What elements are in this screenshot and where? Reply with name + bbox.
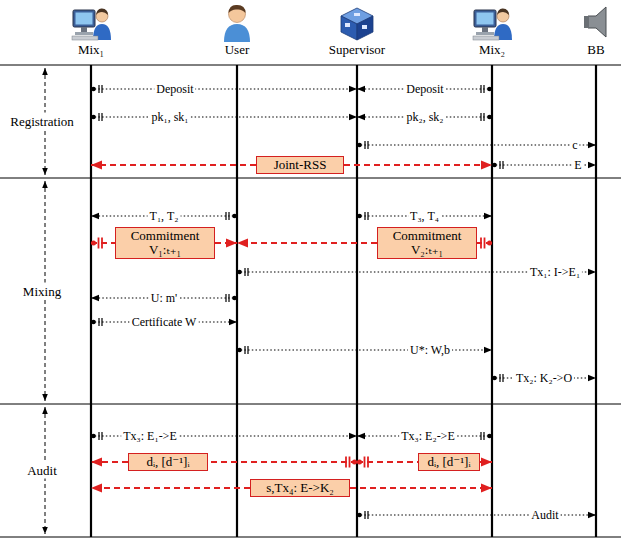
process-box: dᵢ, [d⁻¹]ᵢ xyxy=(418,453,480,471)
message-label: T₃, T₄ xyxy=(408,209,441,223)
participant-icon xyxy=(71,2,111,42)
process-box: Commitment V₂:ₜ₊₁ xyxy=(377,227,477,259)
participant-icon xyxy=(217,2,257,42)
lifeline xyxy=(595,65,597,537)
message-arrow xyxy=(357,144,596,145)
phase-label: Registration xyxy=(9,113,75,130)
lifeline xyxy=(236,65,238,537)
process-box: s,Tx₄: E->K₂ xyxy=(250,479,350,497)
protocol-arrow xyxy=(237,242,377,244)
lifeline xyxy=(491,65,493,537)
protocol-arrow xyxy=(357,461,418,463)
participant-icon xyxy=(337,2,377,42)
phase-divider xyxy=(0,65,621,66)
process-box: Commitment V₁:ₜ₊₁ xyxy=(115,227,215,259)
message-label: Deposit xyxy=(154,82,195,96)
participant-lifeline: Supervisor xyxy=(325,2,390,537)
message-label: Deposit xyxy=(404,82,445,96)
participant-icon xyxy=(576,2,616,42)
protocol-arrow xyxy=(215,242,237,244)
message-arrow xyxy=(237,349,492,350)
box-text: dᵢ, [d⁻¹]ᵢ xyxy=(135,455,201,469)
protocol-arrow xyxy=(91,487,250,489)
protocol-arrow xyxy=(350,487,492,489)
box-text: Commitment V₁:ₜ₊₁ xyxy=(122,229,208,257)
participant-name: Mix₁ xyxy=(67,42,115,58)
protocol-arrow xyxy=(344,164,492,166)
message-arrow xyxy=(91,116,357,117)
protocol-arrow xyxy=(91,461,128,463)
message-label: Tx₁: I->E₁ xyxy=(528,265,582,279)
message-label: E xyxy=(572,158,583,172)
message-label: Tx₂: K₂->O xyxy=(514,371,574,385)
phase-divider xyxy=(0,404,621,405)
participant-lifeline: Mix₁ xyxy=(67,2,115,537)
protocol-arrow xyxy=(91,242,115,244)
protocol-arrow xyxy=(480,461,492,463)
message-label: Certificate W xyxy=(130,315,199,329)
participant-name: User xyxy=(213,42,261,58)
protocol-arrow xyxy=(91,164,256,166)
message-label: pk₂, sk₂ xyxy=(404,110,445,124)
process-box: dᵢ, [d⁻¹]ᵢ xyxy=(128,453,208,471)
box-text: dᵢ, [d⁻¹]ᵢ xyxy=(425,455,473,469)
phase-divider xyxy=(0,178,621,179)
message-label: c xyxy=(570,138,579,152)
message-label: Audit xyxy=(529,508,560,522)
lifeline xyxy=(356,65,358,537)
participant-name: Mix₂ xyxy=(468,42,516,58)
phase-label: Mixing xyxy=(22,283,62,300)
participant-icon xyxy=(472,2,512,42)
protocol-arrow xyxy=(208,461,357,463)
message-arrow xyxy=(91,88,357,89)
message-label: T₁, T₂ xyxy=(148,209,181,223)
message-label: Tx₃: E₁->E xyxy=(121,429,178,443)
participant-name: BB xyxy=(572,42,620,58)
message-label: U*: W,b xyxy=(408,343,452,357)
participant-lifeline: User xyxy=(213,2,261,537)
lifeline xyxy=(90,65,92,537)
box-text: Commitment V₂:ₜ₊₁ xyxy=(384,229,470,257)
protocol-arrow xyxy=(477,242,492,244)
message-label: U: m' xyxy=(149,291,180,305)
message-label: pk₁, sk₁ xyxy=(149,110,190,124)
box-text: Joint-RSS xyxy=(263,158,337,172)
participant-name: Supervisor xyxy=(325,42,390,58)
phase-divider xyxy=(0,537,621,538)
box-text: s,Tx₄: E->K₂ xyxy=(257,481,343,495)
phase-label: Audit xyxy=(26,462,58,479)
process-box: Joint-RSS xyxy=(256,156,344,174)
message-label: Tx₃: E₂->E xyxy=(399,429,456,443)
